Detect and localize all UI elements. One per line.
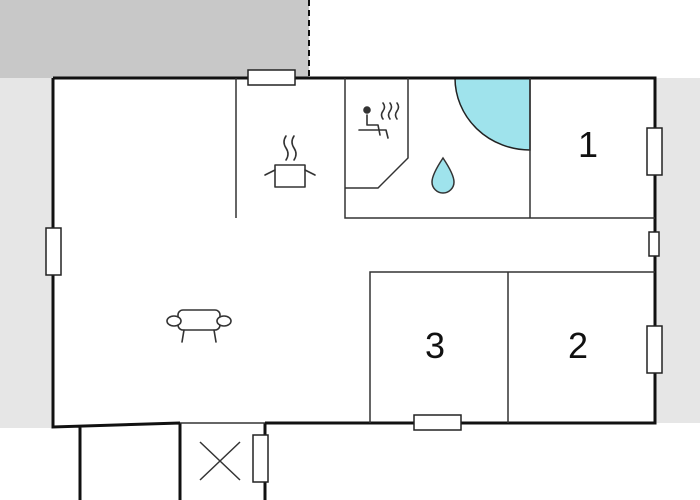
- window-bottom: [413, 414, 462, 431]
- sauna-bench-wall: [345, 78, 409, 189]
- window-room-2: [646, 325, 663, 374]
- window-top: [247, 69, 296, 86]
- room-label-3: 3: [425, 325, 445, 366]
- window-left: [45, 227, 62, 276]
- bedroom-wall: [369, 271, 655, 423]
- window-hall: [648, 231, 660, 257]
- outside-area-left: [0, 78, 53, 428]
- window-room-1: [646, 127, 663, 176]
- cooking-pot-icon: [264, 135, 316, 188]
- terrace-area: [0, 0, 309, 78]
- sauna-wall: [344, 78, 655, 219]
- sofa-icon: [166, 309, 232, 343]
- chimney-icon: [199, 441, 241, 481]
- shower-icon: [454, 77, 531, 151]
- sauna-icon: [358, 102, 400, 139]
- house-floor: [53, 78, 655, 500]
- water-drop-icon: [431, 156, 455, 194]
- room-label-2: 2: [568, 325, 588, 366]
- room-label-1: 1: [578, 124, 598, 165]
- window-chimney: [252, 434, 269, 483]
